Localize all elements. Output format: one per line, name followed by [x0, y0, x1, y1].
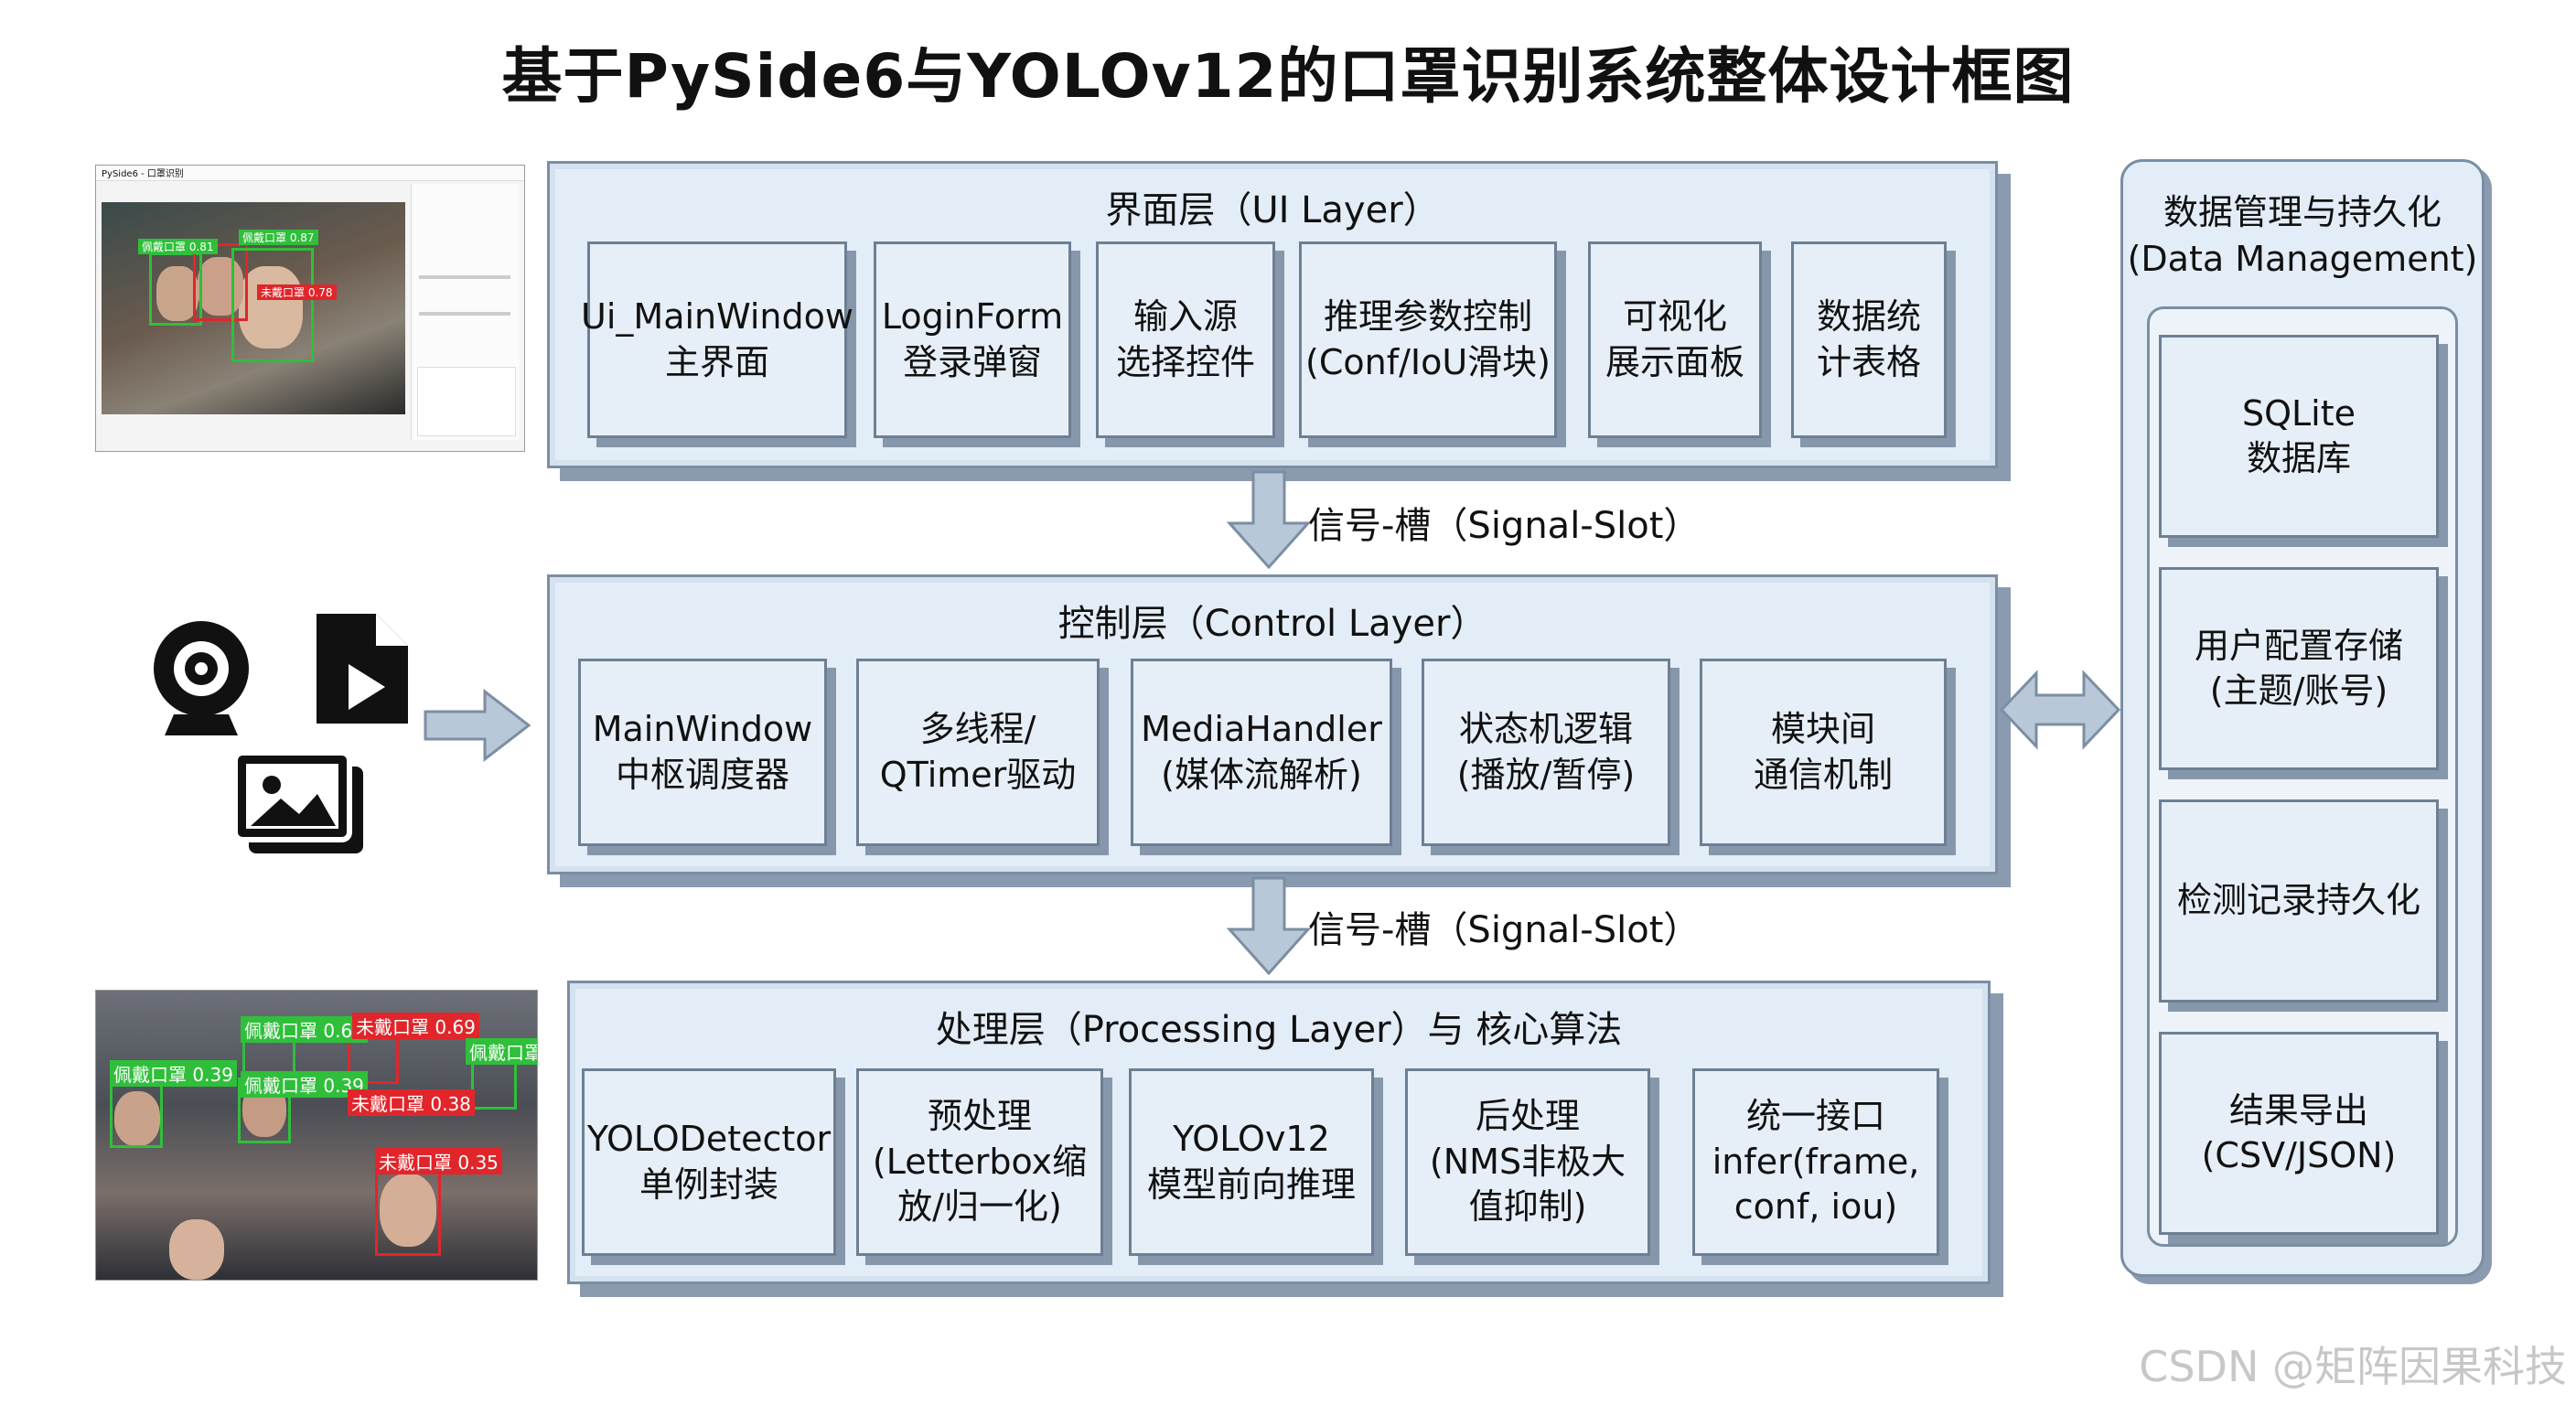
mediahandler-box: MediaHandler (媒体流解析): [1131, 659, 1392, 846]
multithread-qtimer-box: 多线程/ QTimer驱动: [856, 659, 1100, 846]
user-config-box: 用户配置存储 (主题/账号): [2159, 567, 2439, 770]
detection-label: 佩戴口罩 0.69: [241, 1016, 368, 1043]
export-results-box: 结果导出 (CSV/JSON): [2159, 1032, 2439, 1235]
down-arrow-icon: [1226, 470, 1312, 570]
inference-params-box: 推理参数控制 (Conf/IoU滑块): [1299, 241, 1557, 438]
loginform-box: LoginForm 登录弹窗: [874, 241, 1071, 438]
detection-label: 未戴口罩 0.69: [352, 1013, 479, 1039]
app-titlebar: PySide6 - 口罩识别: [96, 166, 524, 181]
postprocess-box: 后处理 (NMS非极大 值抑制): [1405, 1068, 1650, 1256]
detection-label: 佩戴口罩 0.39: [241, 1071, 368, 1098]
visualization-panel-box: 可视化 展示面板: [1588, 241, 1762, 438]
sqlite-box: SQLite 数据库: [2159, 335, 2439, 538]
watermark: CSDN @矩阵因果科技: [2139, 1342, 2567, 1391]
video-file-icon: [317, 614, 408, 724]
data-management-title: 数据管理与持久化 (Data Management): [2127, 192, 2478, 280]
detection-label: 佩戴口罩 0.81: [138, 239, 218, 254]
app-screenshot: PySide6 - 口罩识别 佩戴口罩 0.87 佩戴口罩 0.81 未戴口罩 …: [95, 165, 525, 452]
app-control-panel: [411, 184, 520, 440]
bidirectional-arrow-icon: [1999, 670, 2121, 750]
control-layer-title: 控制层（Control Layer）: [1057, 603, 1487, 645]
webcam-icon: [154, 621, 249, 735]
mainwindow-scheduler-box: MainWindow 中枢调度器: [578, 659, 827, 846]
module-communication-box: 模块间 通信机制: [1700, 659, 1947, 846]
ui-mainwindow-box: Ui_MainWindow 主界面: [581, 241, 853, 438]
signal-slot-label: 信号-槽（Signal-Slot）: [1308, 909, 1701, 951]
state-machine-box: 状态机逻辑 (播放/暂停): [1422, 659, 1670, 846]
face-shape: [239, 266, 303, 349]
app-video-view: 佩戴口罩 0.87 佩戴口罩 0.81 未戴口罩 0.78: [102, 202, 405, 414]
preprocess-box: 预处理 (Letterbox缩 放/归一化): [856, 1068, 1103, 1256]
yolov12-inference-box: YOLOv12 模型前向推理: [1129, 1068, 1374, 1256]
face-shape: [198, 257, 243, 316]
down-arrow-icon: [1226, 876, 1312, 976]
detection-records-box: 检测记录持久化: [2159, 799, 2439, 1003]
panel-slider[interactable]: [419, 275, 510, 279]
detection-label: 佩戴口罩: [466, 1038, 537, 1065]
detection-label: 佩戴口罩 0.87: [239, 230, 318, 245]
yolodetector-box: YOLODetector 单例封装: [582, 1068, 836, 1256]
diagram-title: 基于PySide6与YOLOv12的口罩识别系统整体设计框图: [501, 41, 2075, 112]
unified-interface-box: 统一接口 infer(frame, conf, iou): [1692, 1068, 1939, 1256]
panel-slider[interactable]: [419, 312, 510, 316]
detection-label: 未戴口罩 0.78: [257, 284, 337, 300]
input-source-box: 输入源 选择控件: [1096, 241, 1275, 438]
detection-label: 未戴口罩 0.38: [348, 1089, 475, 1116]
ui-layer-title: 界面层（UI Layer）: [1105, 189, 1440, 231]
face-shape: [156, 266, 199, 321]
input-arrow-icon: [424, 688, 531, 763]
detection-label: 未戴口罩 0.35: [375, 1148, 502, 1174]
signal-slot-label: 信号-槽（Signal-Slot）: [1308, 505, 1701, 547]
panel-table: [417, 367, 516, 436]
face-shape: [169, 1219, 224, 1280]
face-shape: [114, 1091, 160, 1146]
image-gallery-icon: [232, 750, 363, 853]
detection-label: 佩戴口罩 0.39: [110, 1060, 237, 1087]
detection-box: [193, 243, 248, 321]
detection-box: [110, 1082, 163, 1148]
detection-box: [375, 1164, 441, 1256]
crowd-detection-photo: 佩戴口罩 0.69 未戴口罩 0.69 佩戴口罩 0.39 佩戴口罩 0.39 …: [95, 990, 538, 1281]
stats-table-box: 数据统 计表格: [1791, 241, 1947, 438]
processing-layer-title: 处理层（Processing Layer）与 核心算法: [935, 1009, 1623, 1051]
face-shape: [380, 1174, 436, 1247]
detection-box: [231, 248, 314, 362]
